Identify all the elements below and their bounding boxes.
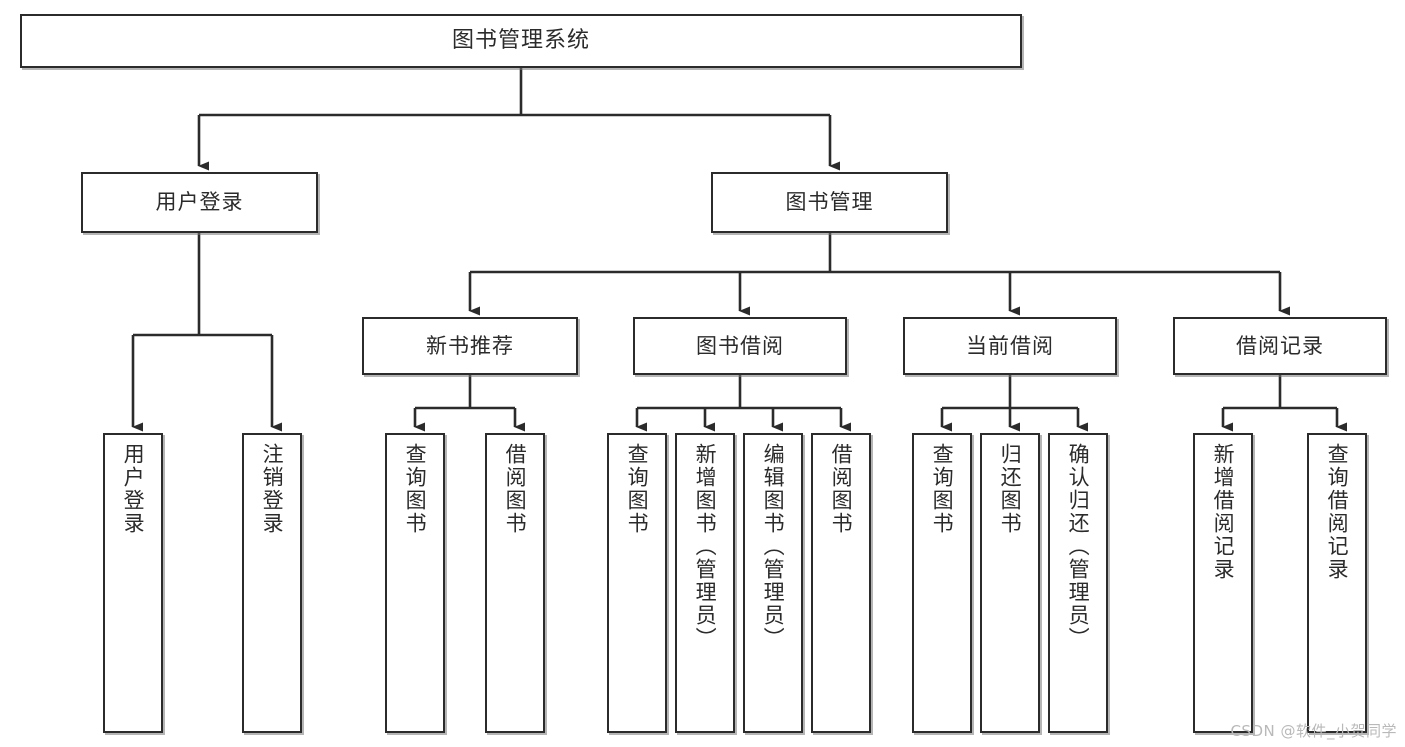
node-label: 新增借阅记录 [1211,443,1236,581]
node-label: 确认归还（管理员） [1066,443,1091,650]
node-leaf-logout[interactable]: 注销登录 [242,433,302,733]
node-label: 查询借阅记录 [1325,443,1350,581]
node-book-borrow[interactable]: 图书借阅 [633,317,847,375]
node-label: 用户登录 [155,190,244,215]
node-leaf-edit-book[interactable]: 编辑图书（管理员） [743,433,803,733]
node-label: 图书管理 [785,190,874,215]
node-label: 查询图书 [625,443,650,535]
node-label: 新书推荐 [426,333,514,358]
node-book-management[interactable]: 图书管理 [711,172,948,233]
node-label: 归还图书 [998,443,1023,535]
node-label: 用户登录 [121,443,146,535]
node-label: 图书借阅 [696,333,784,358]
node-user-login[interactable]: 用户登录 [81,172,318,233]
watermark-text: CSDN @软件_小贺同学 [1230,722,1397,740]
node-leaf-add-record[interactable]: 新增借阅记录 [1193,433,1253,733]
node-leaf-user-login[interactable]: 用户登录 [103,433,163,733]
node-current-borrow[interactable]: 当前借阅 [903,317,1117,375]
node-leaf-query-book-3[interactable]: 查询图书 [912,433,972,733]
node-label: 查询图书 [403,443,428,535]
node-leaf-borrow-book-2[interactable]: 借阅图书 [811,433,871,733]
node-label: 借阅记录 [1236,333,1324,358]
node-leaf-query-record[interactable]: 查询借阅记录 [1307,433,1367,733]
node-label: 图书管理系统 [451,28,590,54]
node-leaf-add-book[interactable]: 新增图书（管理员） [675,433,735,733]
node-leaf-query-book-2[interactable]: 查询图书 [607,433,667,733]
node-label: 新增图书（管理员） [693,443,718,650]
node-leaf-return-book[interactable]: 归还图书 [980,433,1040,733]
node-label: 当前借阅 [966,333,1054,358]
node-label: 查询图书 [930,443,955,535]
node-borrow-record[interactable]: 借阅记录 [1173,317,1387,375]
node-label: 借阅图书 [503,443,528,535]
node-root-system[interactable]: 图书管理系统 [20,14,1022,68]
node-label: 注销登录 [260,443,285,535]
node-leaf-confirm-return[interactable]: 确认归还（管理员） [1048,433,1108,733]
node-leaf-query-book-1[interactable]: 查询图书 [385,433,445,733]
node-label: 编辑图书（管理员） [761,443,786,650]
node-leaf-borrow-book-1[interactable]: 借阅图书 [485,433,545,733]
node-label: 借阅图书 [829,443,854,535]
node-new-book-recommend[interactable]: 新书推荐 [362,317,578,375]
